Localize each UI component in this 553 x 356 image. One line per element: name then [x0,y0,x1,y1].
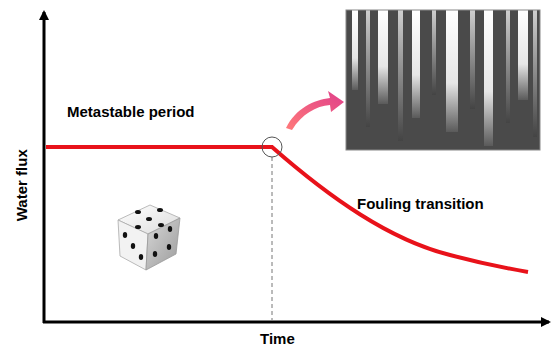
curved-arrow [286,91,344,130]
axis-label: Water flux [14,149,31,221]
transition-label: Fouling transition [357,196,484,213]
transition-circle [262,137,282,157]
flux-curve [46,147,528,272]
transition-marker [272,157,273,320]
dice [118,205,180,270]
period-label: Metastable period [67,104,195,121]
y-axis [43,12,46,323]
fouling-image [346,10,540,150]
x-axis [43,321,549,324]
axis-label: Time [260,331,295,348]
